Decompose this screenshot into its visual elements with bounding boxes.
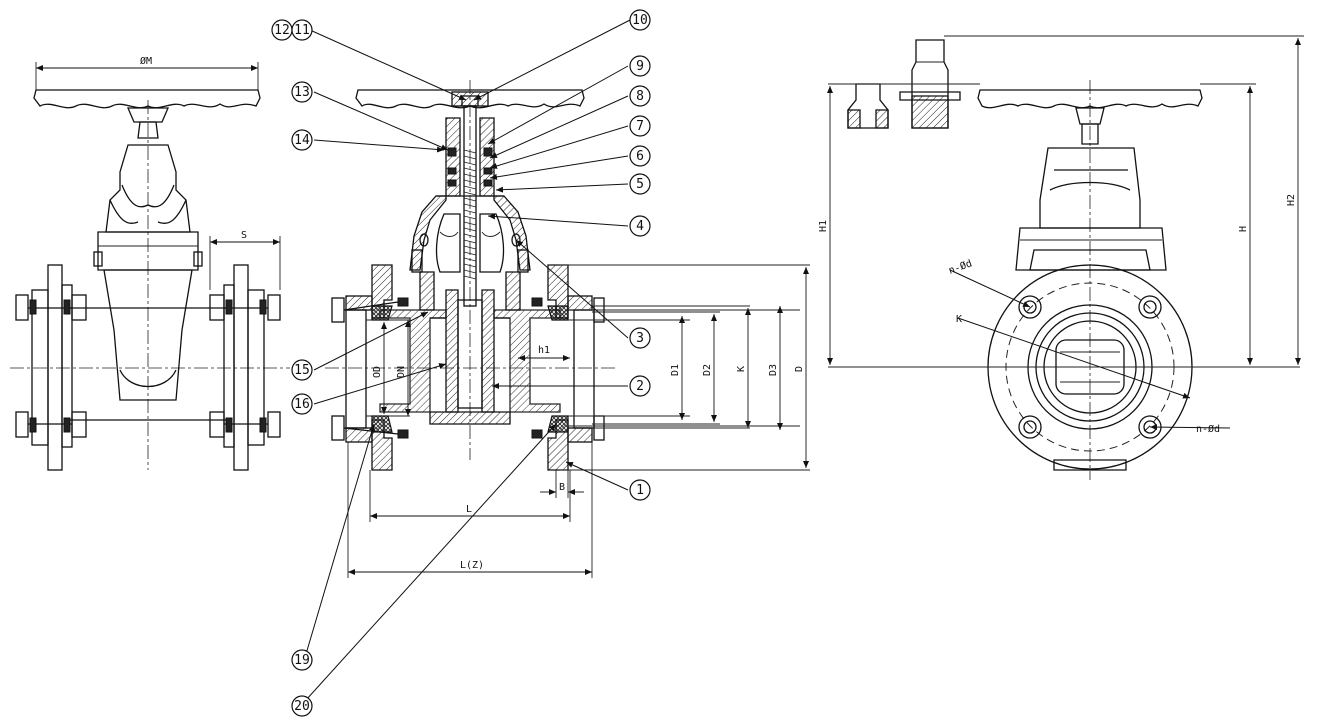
- callout-19: 19: [291, 649, 313, 671]
- callout-8: 8: [629, 85, 651, 107]
- dim-handwheel-diameter: ØM: [140, 55, 152, 67]
- svg-text:7: 7: [636, 119, 644, 134]
- dim-d: D: [794, 366, 805, 372]
- callout-13: 13: [291, 81, 313, 103]
- dim-d2: D2: [702, 364, 713, 376]
- callout-20: 20: [291, 695, 313, 717]
- svg-text:5: 5: [636, 177, 644, 192]
- dim-l: L: [466, 504, 472, 515]
- svg-text:1: 1: [636, 483, 644, 498]
- callout-9: 9: [629, 55, 651, 77]
- callout-4: 4: [629, 215, 651, 237]
- dim-bolt-holes-upper: n-Ød: [947, 257, 974, 277]
- callout-11: 11: [291, 19, 313, 41]
- svg-text:14: 14: [294, 133, 310, 148]
- dim-s: S: [241, 230, 247, 241]
- svg-text:4: 4: [636, 219, 644, 234]
- dim-h1-small: h1: [538, 345, 550, 356]
- callout-7: 7: [629, 115, 651, 137]
- dim-b: B: [559, 482, 565, 493]
- dim-pcd-k: K: [956, 314, 962, 325]
- svg-text:13: 13: [294, 85, 310, 100]
- callout-5: 5: [629, 173, 651, 195]
- svg-text:20: 20: [294, 699, 310, 714]
- svg-text:8: 8: [636, 89, 644, 104]
- dim-dn: DN: [396, 366, 407, 378]
- svg-text:6: 6: [636, 149, 644, 164]
- dim-lz: L(Z): [460, 560, 484, 571]
- svg-text:3: 3: [636, 331, 644, 346]
- dim-d1: D1: [670, 364, 681, 376]
- callout-6: 6: [629, 145, 651, 167]
- dim-d3: D3: [768, 364, 779, 376]
- callout-1: 1: [629, 479, 651, 501]
- svg-text:10: 10: [632, 13, 648, 28]
- svg-text:19: 19: [294, 653, 310, 668]
- left-elevation-view: [10, 62, 290, 471]
- callout-16: 16: [291, 393, 313, 415]
- dim-bolt-holes-lower: n-Ød: [1196, 423, 1220, 435]
- callout-12: 12: [271, 19, 293, 41]
- svg-text:15: 15: [294, 363, 310, 378]
- dim-h1: H1: [818, 220, 829, 232]
- callout-15: 15: [291, 359, 313, 381]
- svg-text:16: 16: [294, 397, 310, 412]
- dim-h: H: [1238, 226, 1249, 232]
- callout-10: 10: [629, 9, 651, 31]
- end-elevation-view: [827, 35, 1304, 480]
- svg-text:2: 2: [636, 379, 644, 394]
- callout-14: 14: [291, 129, 313, 151]
- svg-text:11: 11: [294, 23, 310, 38]
- dim-od: OD: [372, 366, 383, 378]
- callout-3: 3: [629, 327, 651, 349]
- svg-text:9: 9: [636, 59, 644, 74]
- callout-2: 2: [629, 375, 651, 397]
- sectional-view: [305, 19, 810, 701]
- dim-k: K: [736, 366, 747, 372]
- dim-h2: H2: [1286, 194, 1297, 206]
- svg-text:12: 12: [274, 23, 290, 38]
